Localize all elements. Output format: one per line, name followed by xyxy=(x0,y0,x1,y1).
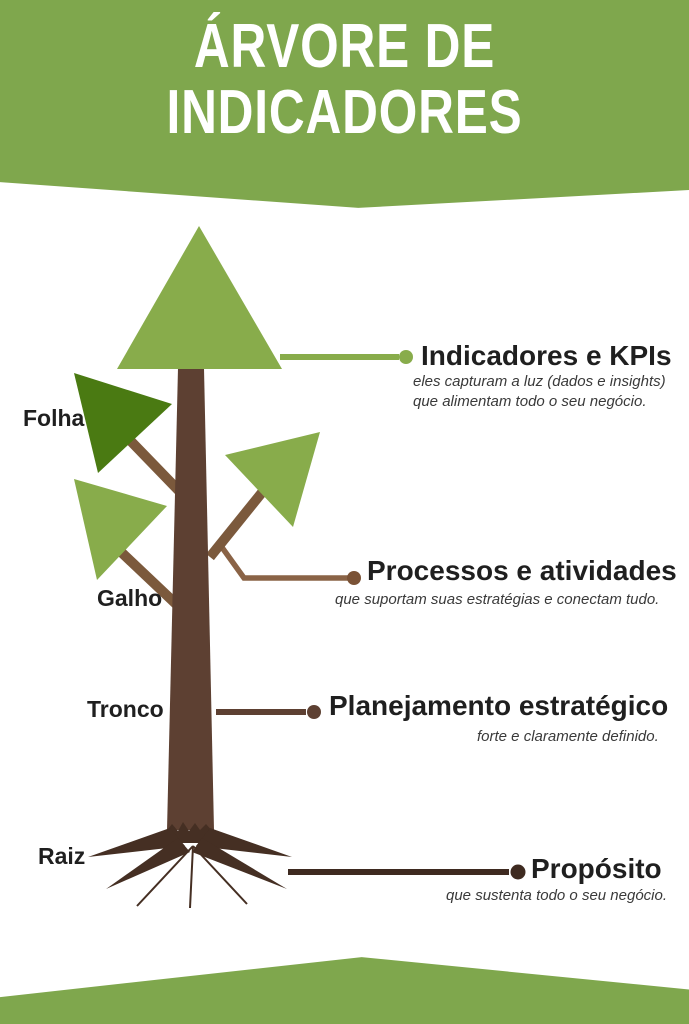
callout-proposito-subtitle: que sustenta todo o seu negócio. xyxy=(446,887,668,904)
page-title-line1: ÁRVORE DE xyxy=(193,12,496,81)
callout-indicadores-subtitle-line1: eles capturam a luz (dados e insights) xyxy=(413,373,666,390)
callout-indicadores-subtitle-line2: que alimentam todo o seu negócio. xyxy=(413,393,647,410)
tree-label-galho: Galho xyxy=(97,585,163,611)
planejamento-connector-dot xyxy=(307,705,321,719)
page-title-line2: INDICADORES xyxy=(166,78,523,147)
proposito-connector-dot xyxy=(510,864,526,880)
processos-connector-line xyxy=(218,544,348,581)
root-thin-lines xyxy=(136,845,248,909)
lower-left-branch xyxy=(116,547,180,608)
callout-proposito-title: Propósito xyxy=(531,853,662,884)
callout-planejamento-title: Planejamento estratégico xyxy=(329,690,669,721)
root-spike-left-lower xyxy=(106,838,190,889)
tree-label-raiz: Raiz xyxy=(38,843,86,869)
upper-left-branch xyxy=(118,428,186,498)
root-spike-right-upper xyxy=(196,828,292,857)
page-title: ÁRVORE DE INDICADORES xyxy=(69,14,620,146)
right-branch xyxy=(206,486,268,561)
callout-processos-title: Processos e atividades xyxy=(367,555,677,586)
canopy-triangle xyxy=(117,226,282,369)
root-spike-right-lower xyxy=(192,838,287,889)
callout-planejamento-subtitle: forte e claramente definido. xyxy=(477,728,659,745)
roots-cluster xyxy=(88,822,292,909)
callout-indicadores-subtitle: eles capturam a luz (dados e insights) q… xyxy=(413,372,666,412)
tree-label-folha: Folha xyxy=(23,405,85,431)
callout-processos-subtitle: que suportam suas estratégias e conectam… xyxy=(335,591,660,608)
trunk-shape xyxy=(167,368,214,830)
galho-leaf-triangle xyxy=(74,479,167,580)
callout-indicadores-title: Indicadores e KPIs xyxy=(421,340,672,371)
processos-connector-dot xyxy=(347,571,361,585)
folha-leaf-triangle xyxy=(74,373,172,473)
indicadores-connector-dot xyxy=(399,350,413,364)
tree-label-tronco: Tronco xyxy=(87,696,164,722)
root-spike-left-upper xyxy=(88,828,185,857)
right-leaf-triangle xyxy=(225,432,320,527)
header-banner: ÁRVORE DE INDICADORES xyxy=(0,0,689,208)
